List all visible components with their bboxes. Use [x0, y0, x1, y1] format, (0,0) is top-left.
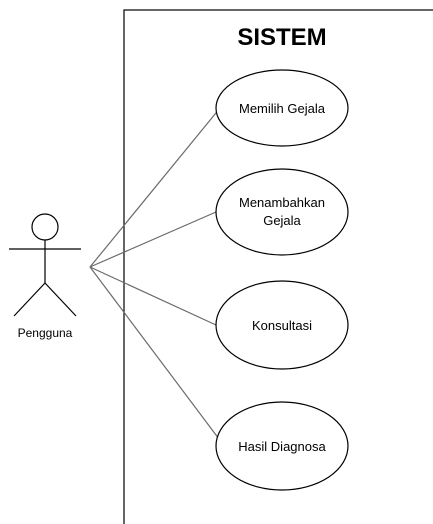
- use-case-ellipse: [215, 69, 349, 147]
- actor-left-leg: [13, 282, 46, 317]
- actor-head: [31, 213, 59, 241]
- association-line-hasil-diagnosa: [89, 266, 220, 440]
- actor-right-leg: [44, 282, 77, 317]
- use-case-label: Hasil Diagnosa: [238, 439, 326, 454]
- use-case-menambahkan-gejala: Menambahkan Gejala: [215, 168, 349, 256]
- use-case-ellipse: [215, 168, 349, 256]
- use-case-hasil-diagnosa: Hasil Diagnosa: [215, 401, 349, 491]
- association-lines: [89, 107, 221, 440]
- use-case-label-line-1: Menambahkan: [239, 195, 325, 210]
- actor-label: Pengguna: [18, 326, 73, 340]
- use-case-memilih-gejala: Memilih Gejala: [215, 69, 349, 147]
- association-line-konsultasi: [89, 266, 217, 326]
- use-case-ellipse: [215, 401, 349, 491]
- association-line-menambahkan-gejala: [89, 211, 217, 268]
- actor-pengguna: Pengguna: [9, 213, 81, 340]
- system-boundary: [123, 9, 433, 524]
- use-case-konsultasi: Konsultasi: [215, 280, 349, 370]
- association-line-memilih-gejala: [89, 107, 221, 268]
- use-case-ellipse: [215, 280, 349, 370]
- system-title: SISTEM: [237, 24, 326, 51]
- use-case-label-line-2: Gejala: [263, 213, 301, 228]
- use-case-label: Konsultasi: [252, 318, 312, 333]
- use-case-label: Memilih Gejala: [239, 101, 326, 116]
